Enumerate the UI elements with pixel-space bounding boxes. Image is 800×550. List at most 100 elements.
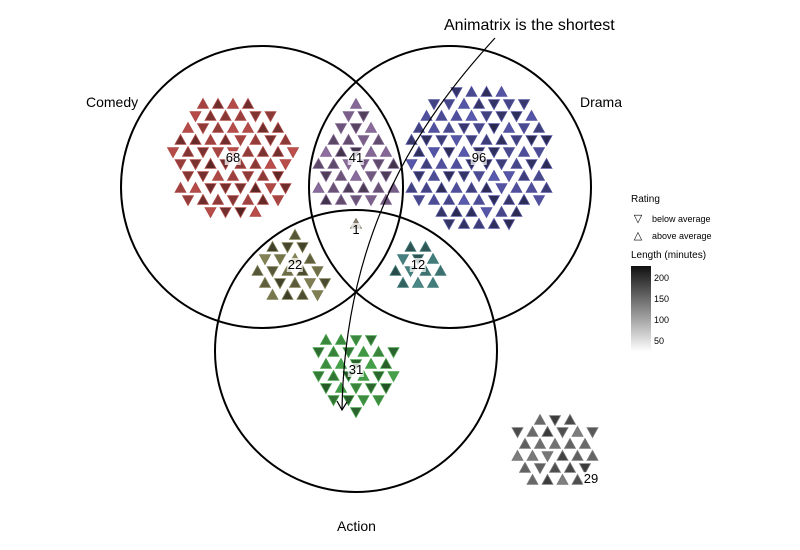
triangle-up-marker <box>211 97 225 109</box>
triangle-down-marker <box>279 183 292 195</box>
triangle-up-marker <box>379 145 393 157</box>
triangle-down-marker <box>502 147 516 159</box>
triangle-down-marker <box>279 159 292 171</box>
triangle-down-marker <box>548 415 562 427</box>
triangle-up-marker <box>174 181 187 193</box>
triangle-up-marker <box>266 288 279 300</box>
triangle-down-marker <box>379 171 393 183</box>
triangle-up-marker <box>357 345 370 357</box>
triangle-up-marker <box>327 369 340 381</box>
triangle-down-marker <box>510 111 523 123</box>
triangle-down-marker <box>219 207 232 219</box>
triangle-up-marker <box>541 425 554 437</box>
colorbar-tick: 100 <box>654 315 670 325</box>
triangle-up-marker <box>442 193 456 205</box>
triangle-down-marker <box>372 159 385 171</box>
triangle-up-marker <box>379 357 393 369</box>
triangle-up-marker <box>502 121 516 133</box>
triangle-up-marker <box>450 181 463 193</box>
triangle-down-marker <box>511 427 524 439</box>
region-count-label: 96 <box>470 150 488 165</box>
triangle-down-marker <box>181 195 195 207</box>
legend-entry-above: △ above average <box>631 227 731 244</box>
triangle-down-marker <box>495 183 508 195</box>
triangle-down-marker <box>264 111 277 123</box>
triangle-up-marker <box>357 181 370 193</box>
triangle-down-marker <box>442 99 456 111</box>
triangle-down-marker <box>273 278 287 290</box>
triangle-down-marker <box>364 383 378 395</box>
triangle-down-marker <box>357 395 370 407</box>
triangle-down-marker <box>472 171 486 183</box>
triangle-up-marker <box>517 169 531 181</box>
triangle-up-marker <box>517 145 531 157</box>
triangle-up-marker <box>241 97 255 109</box>
triangle-up-marker <box>204 133 217 145</box>
triangle-down-marker <box>349 335 363 347</box>
colorbar-tick: 150 <box>654 294 670 304</box>
triangle-up-marker <box>427 193 441 205</box>
triangle-up-marker <box>480 85 493 97</box>
triangle-up-marker <box>465 181 478 193</box>
triangle-down-marker <box>357 111 370 123</box>
triangle-up-marker <box>241 121 255 133</box>
triangle-down-marker <box>349 195 363 207</box>
triangle-down-marker <box>412 171 426 183</box>
colorbar-gradient <box>631 266 651 351</box>
triangle-down-marker <box>241 171 255 183</box>
triangle-down-marker <box>226 195 240 207</box>
triangle-up-marker <box>502 193 516 205</box>
triangle-up-marker <box>334 169 348 181</box>
triangle-up-marker <box>303 252 317 264</box>
triangle-up-marker <box>487 169 501 181</box>
triangle-up-marker <box>457 97 471 109</box>
triangle-down-marker <box>357 135 370 147</box>
triangle-up-marker <box>258 276 272 288</box>
triangle-up-marker <box>189 133 202 145</box>
triangle-up-marker <box>412 145 426 157</box>
triangle-up-marker <box>571 449 584 461</box>
triangle-down-marker <box>457 171 471 183</box>
triangle-up-marker <box>312 157 325 169</box>
region-count-label: 22 <box>286 257 304 272</box>
triangle-up-marker <box>495 85 508 97</box>
triangle-up-marker <box>487 217 501 229</box>
triangle-down-marker <box>303 278 317 290</box>
triangle-up-marker <box>420 181 433 193</box>
triangle-down-marker <box>502 219 516 231</box>
triangle-up-marker <box>405 133 418 145</box>
triangle-down-marker <box>349 407 363 419</box>
triangle-up-marker <box>510 181 523 193</box>
triangle-up-marker <box>465 85 478 97</box>
triangle-up-marker <box>204 109 217 121</box>
triangle-down-marker <box>364 335 378 347</box>
triangle-down-marker <box>525 135 538 147</box>
triangle-down-marker <box>181 171 195 183</box>
triangle-down-marker <box>364 171 378 183</box>
triangle-up-marker <box>271 121 285 133</box>
triangle-up-marker <box>256 169 270 181</box>
triangle-up-marker <box>480 133 493 145</box>
triangle-up-marker <box>548 437 562 449</box>
triangle-up-marker <box>457 193 471 205</box>
triangle-up-marker <box>241 145 255 157</box>
triangle-up-marker <box>586 449 599 461</box>
triangle-up-marker <box>517 193 531 205</box>
triangle-down-marker <box>405 159 418 171</box>
triangle-up-marker <box>319 193 333 205</box>
triangle-down-marker <box>502 99 516 111</box>
triangle-up-marker <box>319 145 333 157</box>
triangle-up-marker <box>420 157 433 169</box>
set-label-drama: Drama <box>580 94 623 110</box>
triangle-up-marker <box>364 357 378 369</box>
triangle-down-marker <box>264 183 277 195</box>
region-count-label: 1 <box>351 222 361 237</box>
region-count-label: 31 <box>347 362 365 377</box>
triangle-up-marker <box>578 437 592 449</box>
triangle-up-marker <box>226 169 240 181</box>
triangle-up-marker <box>457 217 471 229</box>
triangle-up-marker <box>327 345 340 357</box>
triangle-down-marker <box>387 347 400 359</box>
triangle-down-marker <box>578 463 592 475</box>
triangle-down-marker <box>427 99 441 111</box>
